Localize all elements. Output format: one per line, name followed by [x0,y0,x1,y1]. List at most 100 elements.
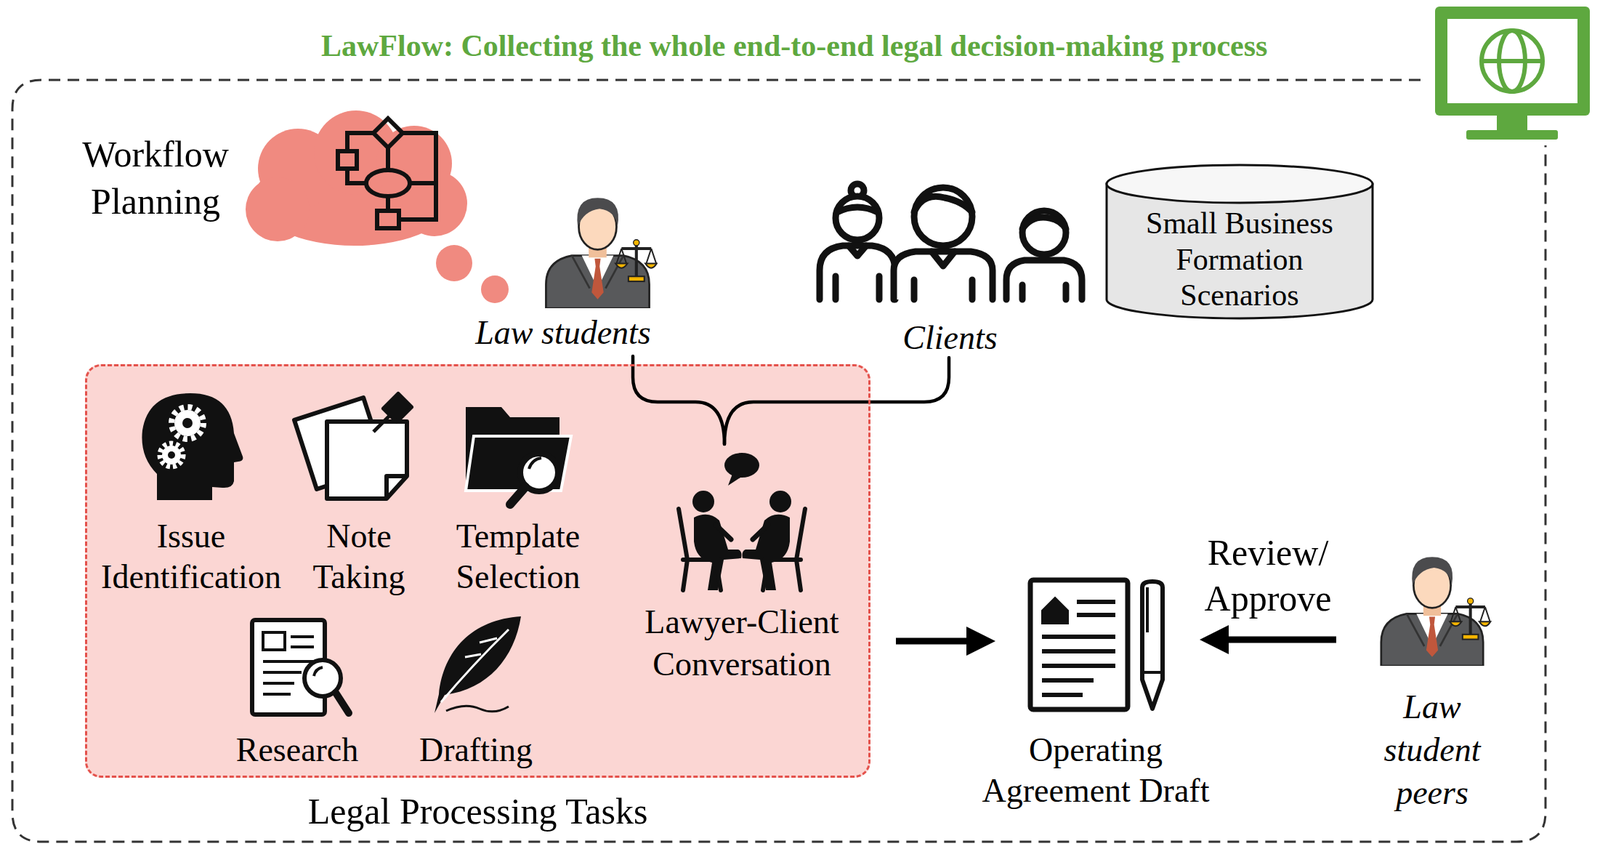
cylinder-body [1106,183,1373,319]
clients-figure [914,187,973,246]
node-label: Lawyer-Client Conversation [625,600,859,686]
thought-cloud [481,275,509,303]
role-figure: Clients [813,185,1087,358]
task-icon: Note Taking [293,382,425,601]
seated-person [678,490,742,591]
research-icon [335,692,349,713]
research-icon [313,667,323,676]
node-label: Drafting [419,729,533,771]
flowchart-icon [347,132,436,220]
clients-figure [893,251,993,300]
connector [632,356,725,444]
research-icon [252,619,349,715]
arrow-head [966,626,996,656]
clients-figure [1022,217,1066,229]
sticky-note-icon [326,421,407,499]
flowchart-icon [377,210,399,229]
connector [724,357,949,444]
seated-person [742,490,806,591]
thought-cloud [435,244,473,282]
database-cylinder: Small Business Formation Scenarios [1105,163,1375,320]
document-pen-icon [1041,597,1069,624]
node-label: Clients [902,317,997,359]
folder-search-icon [510,486,526,505]
monitor-icon [1496,115,1528,132]
head-gears-icon [159,443,184,467]
research-icon [263,632,285,650]
monitor-icon [1466,130,1558,140]
flowchart-icon [337,151,357,169]
role-figure: Law students [465,187,662,357]
cylinder-top [1106,164,1373,203]
monitor-icon [1481,30,1543,92]
task-group-fill [85,364,871,778]
document-pen-icon [1142,581,1163,709]
folder-search-icon [528,457,542,469]
connector-line [895,637,968,645]
task-icon: Drafting [414,611,538,772]
connector-line [1227,636,1337,644]
thought-cloud [245,177,310,242]
connector [1199,624,1337,654]
clients-figure [837,207,878,213]
head-gears-icon [182,417,193,428]
lawyer-figure [1381,556,1492,666]
node-label: Issue Identification [100,515,282,598]
head-gears-icon [171,406,204,439]
head-gears-icon [141,393,243,500]
document-pen-icon [1142,587,1163,673]
document-node: Operating Agreement Draft [1028,576,1164,712]
thought-cloud [245,110,509,303]
sticky-note-icon [373,414,391,432]
node-label: Note Taking [312,515,405,598]
monitor-icon [1447,18,1578,104]
document-pen-icon [1041,601,1116,695]
connector [895,626,996,656]
conversation-node: Lawyer-Client Conversation [621,443,862,689]
node-label: Law students [475,312,652,354]
conversation-icon [728,473,743,486]
conversation-icon [678,452,806,591]
conversation-icon [724,452,760,478]
node-label: Operating Agreement Draft [964,729,1227,811]
seated-person [715,524,731,540]
flowchart-icon [366,170,410,197]
task-icon: Issue Identification [94,389,288,601]
clients-figure [835,196,880,240]
folder-search-icon [465,406,572,505]
quill-icon [434,616,521,713]
seated-person [678,508,721,591]
connector-label: Review/ Approve [1204,529,1332,621]
head-gears-icon [141,393,243,500]
seated-person [769,490,792,513]
flowchart-icon [373,118,403,148]
folder-search-icon [465,435,572,491]
document-pen-icon [1030,579,1163,710]
seated-person [752,524,769,540]
clients-figure [914,196,973,213]
document-pen-icon [1030,579,1128,710]
task-icon: Research [232,613,362,772]
sticky-note-icon [294,393,412,499]
head-gears-icon [167,451,176,459]
lawyer-figure [545,197,657,309]
clients-figure [819,183,1082,300]
diagram-title: LawFlow: Collecting the whole end-to-end… [321,27,1268,64]
seated-person [692,490,715,513]
monitor-icon [1435,6,1590,116]
role-figure: Law student peers [1372,547,1492,666]
node-label: Research [236,729,359,771]
node-label: Small Business Formation Scenarios [1137,205,1342,314]
free-label: Workflow Planning [82,130,229,226]
seated-person [762,508,806,591]
head-gears-icon [174,409,201,436]
connector-line [724,357,949,444]
outer-frame [12,79,1546,842]
clients-figure [835,245,880,300]
task-icon: Template Selection [435,382,601,601]
node-label: Legal Processing Tasks [308,789,649,834]
arrow-head [1199,624,1229,654]
